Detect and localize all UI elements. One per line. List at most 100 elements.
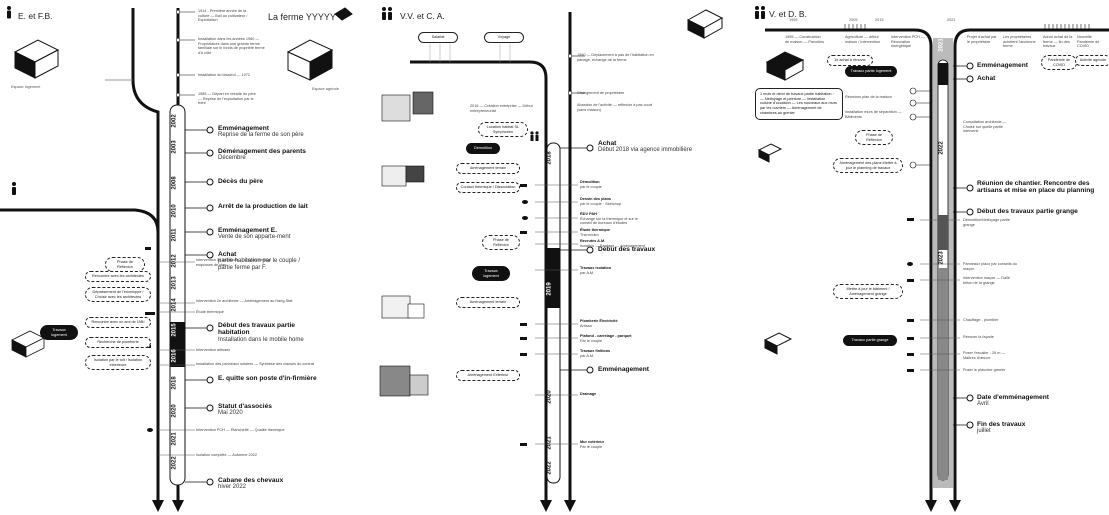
small-event: Installation des panneaux solaires — Syn… bbox=[196, 362, 314, 366]
top-year: 2015 bbox=[875, 18, 884, 22]
year-label: 2019 bbox=[546, 282, 553, 296]
top-note: Intervention PCH — Rénovation énergétiqu… bbox=[891, 35, 925, 49]
couple-icon bbox=[755, 6, 765, 19]
phase-bubble: Location habitat St-Symphorien bbox=[478, 122, 528, 138]
year-label: 2021 bbox=[171, 432, 178, 446]
phase-bubble: Recherche de plomberie bbox=[85, 337, 151, 348]
small-event: Démolition/Nettoyage partie grange bbox=[963, 218, 1010, 227]
year-label: 2012 bbox=[171, 254, 178, 268]
small-event: Consultation architecte — Choisir sur qu… bbox=[963, 120, 1007, 134]
year-label: 2016 bbox=[171, 349, 178, 363]
panel-header: V.V. et C. A. bbox=[400, 11, 445, 21]
top-note: Installation dans les années 1960 — Prop… bbox=[198, 37, 265, 55]
year-label: 2011 bbox=[171, 228, 178, 242]
phase-box: Salariat bbox=[418, 32, 458, 43]
top-year: 2021 bbox=[947, 18, 956, 22]
phase-bubble: Rencontre avec les architectes bbox=[85, 271, 151, 282]
small-event: Poser le plancher grenier bbox=[963, 368, 1006, 372]
small-event: Installation murs de séparation — Bâtime… bbox=[845, 110, 902, 119]
small-event: Panneaux placo par conseils du maçon bbox=[963, 262, 1017, 271]
timeline-event: Achat bbox=[977, 75, 996, 82]
small-event: Intervention 1e architecte — Dessin/créa… bbox=[196, 258, 271, 267]
year-label: 2013 bbox=[171, 276, 178, 290]
phase-bubble: 1e achat à rénover bbox=[827, 55, 873, 66]
works-bubble: Travaux partie logement bbox=[845, 66, 897, 77]
small-event: Intervention PCH — Étanchéité — Qualité … bbox=[196, 428, 285, 432]
year-label: 2008 bbox=[171, 176, 178, 190]
timeline-axis-graphic-3 bbox=[755, 6, 1109, 512]
top-year: 2009 bbox=[849, 18, 858, 22]
year-label: 2022 bbox=[938, 141, 945, 155]
timeline-event: Décès du père bbox=[218, 178, 264, 185]
year-label: 2022 bbox=[171, 456, 178, 470]
phase-bubble: Aménagement Extérieur bbox=[456, 370, 520, 381]
year-label: 2003 bbox=[171, 140, 178, 154]
phase-bubble: Mettre à jour le bâtiment / Aménagement … bbox=[833, 284, 903, 300]
year-label: 2018 bbox=[546, 151, 553, 165]
works-bubble: Travaux logement bbox=[40, 325, 78, 341]
phase-bubble: Pandémie de COVID bbox=[1041, 55, 1077, 71]
timeline-axis-graphic-2 bbox=[379, 7, 724, 512]
year-label: 2020 bbox=[171, 404, 178, 418]
small-event: Intervention maçon — Dalle béton de la g… bbox=[963, 276, 1010, 285]
phase-bubble: Contact thermique / Dissociation bbox=[456, 182, 520, 193]
year-label: 2015 bbox=[171, 323, 178, 337]
year-label: 2021 bbox=[938, 38, 945, 52]
phase-bubble: Isolation par le toit / Isolation exteri… bbox=[85, 355, 151, 371]
phase-bubble: Phase de Réflexion bbox=[855, 130, 893, 146]
small-event: Réunions plan de la maison bbox=[845, 95, 892, 99]
timeline-event: Réunion de chantier. Rencontre des artis… bbox=[977, 180, 1095, 195]
year-label: 2020 bbox=[546, 390, 553, 404]
info-box: 1 mois et demi de travaux partie habitat… bbox=[755, 88, 843, 120]
timeline-event: Début des travaux bbox=[598, 246, 656, 253]
top-note: 1914 - Première année de la culture — Ba… bbox=[198, 9, 248, 23]
phase-bubble: Activité agricole bbox=[1075, 55, 1109, 66]
small-event: Poser l'escalier - 26 m — Maîtres d'œuvr… bbox=[963, 351, 1006, 360]
panel-header: E. et F.B. bbox=[18, 11, 53, 21]
top-note: Agriculture — début maison / Interventio… bbox=[845, 35, 881, 44]
top-note: 1990 — Déplacement à pas de l'habitation… bbox=[577, 53, 654, 62]
top-note: 1995 — Construction de maison — Parcelle… bbox=[785, 35, 825, 44]
timeline-panel-1: E. et F.B. La ferme YYYYY Espace logemen… bbox=[0, 0, 370, 515]
house-sketch bbox=[13, 39, 60, 79]
couple-icon bbox=[382, 7, 392, 20]
year-label: 2023 bbox=[938, 251, 945, 265]
year-label: 2010 bbox=[171, 204, 178, 218]
year-label: 2022 bbox=[546, 461, 553, 475]
top-note: 2016 — Création entreprise — Début entre… bbox=[470, 104, 533, 113]
small-event: Intervention artisans bbox=[196, 348, 231, 352]
year-label: 2014 bbox=[171, 298, 178, 312]
timeline-event: Arrêt de la production de lait bbox=[218, 203, 308, 210]
phase-box: Voyage bbox=[484, 32, 524, 43]
timeline-event: E. quitte son poste d'in-firmière bbox=[218, 375, 317, 382]
phase-bubble: Aménagement terrain bbox=[456, 297, 520, 308]
top-note: Les propriétaires achètent l'ancienne fe… bbox=[1003, 35, 1036, 49]
timeline-event: Emménagement E.Vente de son apparte-ment bbox=[218, 227, 291, 241]
works-bubble: Travaux partie grange bbox=[843, 335, 897, 346]
top-note: Nouvelle Pandémie de COVID bbox=[1077, 35, 1100, 49]
side-note: Espace agricole bbox=[312, 87, 340, 91]
phase-bubble: Dépassement de l'enveloppe / Choisir ave… bbox=[85, 287, 151, 303]
phase-bubble: Aménagement des plans Mettre à jour le p… bbox=[833, 158, 903, 174]
works-bubble: Travaux logement bbox=[472, 266, 510, 282]
small-event: Étude thermique bbox=[196, 310, 224, 314]
small-event: Isolation complète — Automne 2022 bbox=[196, 453, 257, 457]
timeline-panel-2: V.V. et C. A. Salariat Voyage 1990 — Dép… bbox=[370, 0, 745, 515]
year-label: 2021 bbox=[546, 436, 553, 450]
farm-label: La ferme YYYYY bbox=[268, 12, 336, 22]
side-note: Espace logement bbox=[11, 85, 41, 89]
